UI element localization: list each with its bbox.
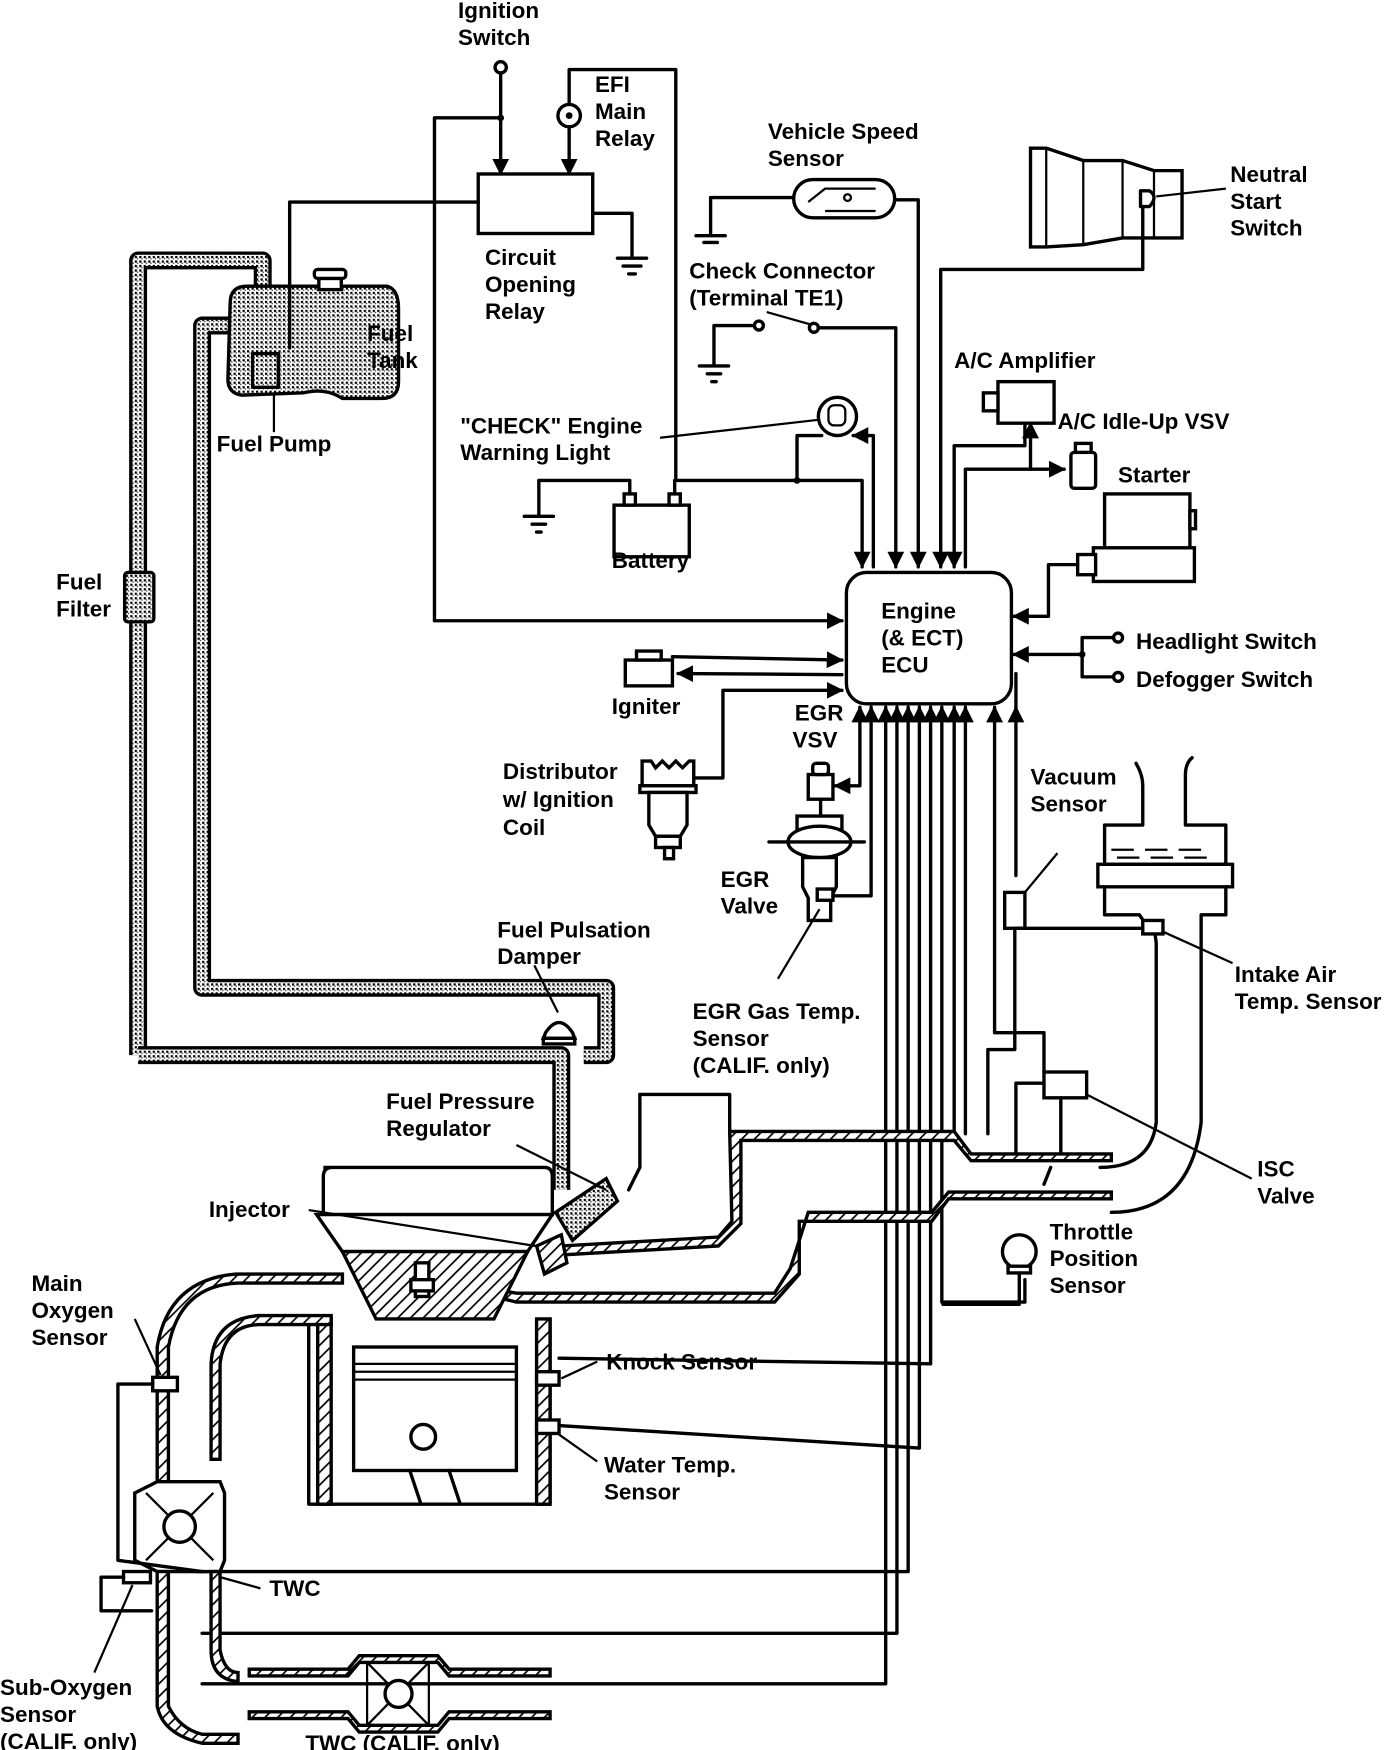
starter-icon bbox=[1075, 492, 1198, 584]
fuel-tank-icon bbox=[226, 267, 401, 401]
ground-icon bbox=[522, 514, 556, 534]
ground-icon bbox=[615, 256, 649, 276]
battery-icon bbox=[612, 503, 691, 559]
fuel-line-to-rail bbox=[138, 1046, 571, 1190]
label-igniter: Igniter bbox=[612, 694, 681, 719]
label-ecu: Engine(& ECT)ECU bbox=[881, 599, 963, 678]
label-starter: Starter bbox=[1118, 463, 1191, 488]
label-injector: Injector bbox=[209, 1197, 290, 1222]
egr-vsv-icon bbox=[806, 761, 835, 801]
ground-icon bbox=[697, 364, 731, 384]
exhaust-manifold-icon bbox=[133, 1272, 345, 1745]
label-water-temp-sensor: Water Temp.Sensor bbox=[604, 1453, 736, 1505]
engine-cylinder-icon bbox=[307, 1249, 552, 1506]
fuel-pressure-regulator-icon bbox=[553, 1176, 620, 1243]
fuel-line-return bbox=[193, 316, 616, 1065]
knock-sensor-icon bbox=[534, 1370, 561, 1387]
rear-twc-icon bbox=[247, 1654, 552, 1734]
egr-valve-icon bbox=[767, 814, 867, 923]
vehicle-speed-sensor-icon bbox=[791, 177, 897, 220]
throttle-valve-icon bbox=[1042, 1165, 1053, 1186]
label-defogger-switch: Defogger Switch bbox=[1136, 667, 1313, 692]
distributor-icon bbox=[638, 758, 698, 861]
fuel-pulsation-damper-icon bbox=[540, 1020, 578, 1046]
transmission-icon bbox=[1028, 146, 1184, 249]
air-chamber-icon bbox=[313, 1165, 556, 1254]
label-headlight-switch: Headlight Switch bbox=[1136, 629, 1317, 654]
ecu-box bbox=[844, 570, 1014, 706]
check-engine-light-icon bbox=[816, 395, 859, 438]
air-cleaner-icon bbox=[1096, 756, 1235, 1214]
injector-icon bbox=[534, 1232, 569, 1277]
label-ac-idle-up-vsv: A/C Idle-Up VSV bbox=[1057, 409, 1229, 434]
intake-manifold-icon bbox=[469, 1092, 1114, 1304]
ac-idle-up-vsv-icon bbox=[1069, 441, 1098, 490]
ac-amplifier-icon bbox=[981, 379, 1056, 425]
label-twc-calif: TWC (CALIF. only) bbox=[305, 1731, 499, 1750]
fuel-filter-icon bbox=[122, 570, 156, 624]
label-check-connector: Check Connector(Terminal TE1) bbox=[689, 258, 875, 310]
label-battery: Battery bbox=[612, 548, 690, 573]
label-fuel-pump: Fuel Pump bbox=[217, 431, 332, 456]
label-ac-amplifier: A/C Amplifier bbox=[954, 348, 1096, 373]
label-knock-sensor: Knock Sensor bbox=[606, 1349, 757, 1374]
water-temp-sensor-icon bbox=[534, 1418, 561, 1436]
label-twc: TWC bbox=[269, 1576, 320, 1601]
intake-air-temp-sensor-icon bbox=[1141, 918, 1165, 936]
vacuum-sensor-icon bbox=[1003, 890, 1027, 931]
igniter-icon bbox=[623, 649, 675, 688]
throttle-position-sensor-icon bbox=[1000, 1233, 1038, 1275]
ground-icon bbox=[694, 234, 727, 245]
main-oxygen-sensor-icon bbox=[151, 1375, 180, 1393]
sub-oxygen-sensor-icon bbox=[121, 1569, 153, 1585]
label-egr-gas-temp-sensor: EGR Gas Temp.Sensor(CALIF. only) bbox=[693, 999, 861, 1078]
circuit-opening-relay-icon bbox=[476, 172, 595, 236]
isc-valve-icon bbox=[1042, 1070, 1089, 1100]
